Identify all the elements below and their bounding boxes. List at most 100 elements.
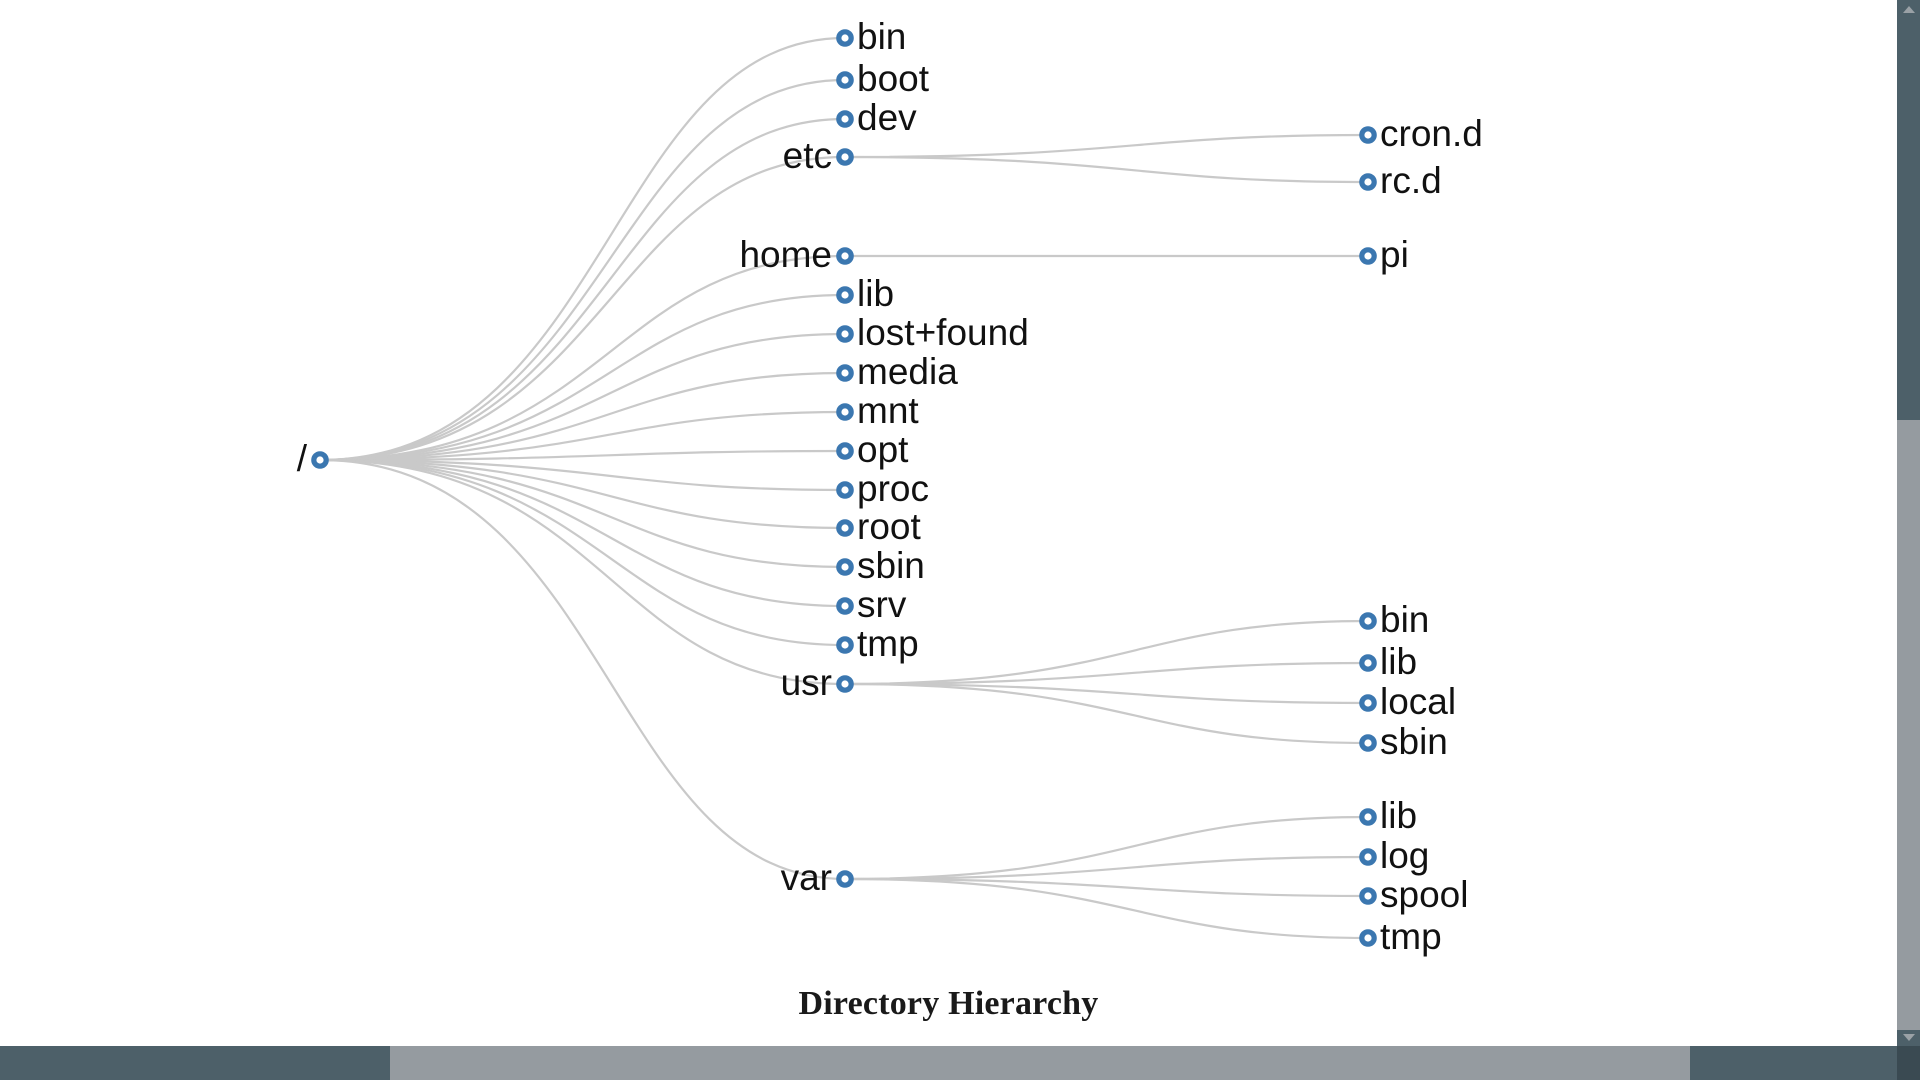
node-label: lib bbox=[857, 273, 894, 314]
tree-node-tmp[interactable]: tmp bbox=[836, 623, 919, 664]
node-label: bin bbox=[1380, 599, 1429, 640]
tree-node-usr-lib[interactable]: lib bbox=[1359, 641, 1417, 682]
node-marker-icon[interactable] bbox=[836, 403, 854, 421]
node-marker-icon[interactable] bbox=[836, 247, 854, 265]
node-label: lost+found bbox=[857, 312, 1029, 353]
tree-node-var-tmp[interactable]: tmp bbox=[1359, 916, 1442, 957]
node-marker-icon[interactable] bbox=[1359, 929, 1377, 947]
horizontal-scrollbar-thumb[interactable] bbox=[390, 1046, 1690, 1080]
node-marker-icon[interactable] bbox=[311, 451, 329, 469]
tree-node-rootdir[interactable]: root bbox=[836, 506, 922, 547]
tree-edge bbox=[843, 133, 1370, 159]
tree-node-etc-rcd[interactable]: rc.d bbox=[1359, 160, 1442, 201]
tree-node-usr-sbin[interactable]: sbin bbox=[1359, 721, 1448, 762]
horizontal-scrollbar[interactable] bbox=[0, 1046, 1897, 1080]
tree-node-srv[interactable]: srv bbox=[836, 584, 907, 625]
tree-node-var-log[interactable]: log bbox=[1359, 835, 1430, 876]
tree-edge bbox=[843, 661, 1370, 686]
node-marker-icon[interactable] bbox=[836, 442, 854, 460]
tree-node-usr-bin[interactable]: bin bbox=[1359, 599, 1430, 640]
tree-edge bbox=[843, 155, 1370, 184]
tree-node-bin[interactable]: bin bbox=[836, 16, 907, 57]
node-label: sbin bbox=[1380, 721, 1448, 762]
tree-edge bbox=[318, 254, 847, 462]
node-label: tmp bbox=[857, 623, 919, 664]
tree-node-var-spool[interactable]: spool bbox=[1359, 874, 1469, 915]
node-label: mnt bbox=[857, 390, 919, 431]
scroll-down-arrow-icon[interactable] bbox=[1897, 1028, 1920, 1046]
node-marker-icon[interactable] bbox=[836, 558, 854, 576]
node-label: rc.d bbox=[1380, 160, 1442, 201]
node-label: srv bbox=[857, 584, 907, 625]
node-marker-icon[interactable] bbox=[836, 675, 854, 693]
tree-node-var-lib[interactable]: lib bbox=[1359, 795, 1417, 836]
node-marker-icon[interactable] bbox=[836, 71, 854, 89]
tree-node-mnt[interactable]: mnt bbox=[836, 390, 920, 431]
node-label: log bbox=[1380, 835, 1429, 876]
node-marker-icon[interactable] bbox=[1359, 612, 1377, 630]
node-label: local bbox=[1380, 681, 1456, 722]
tree-edge bbox=[318, 458, 847, 492]
node-label: sbin bbox=[857, 545, 925, 586]
tree-edge bbox=[318, 458, 847, 686]
node-marker-icon[interactable] bbox=[836, 597, 854, 615]
tree-node-var[interactable]: var bbox=[781, 857, 854, 898]
node-label: lib bbox=[1380, 795, 1417, 836]
vertical-scrollbar[interactable] bbox=[1897, 0, 1920, 1046]
node-marker-icon[interactable] bbox=[836, 148, 854, 166]
tree-node-usr-local[interactable]: local bbox=[1359, 681, 1456, 722]
tree-edge bbox=[318, 117, 847, 462]
node-marker-icon[interactable] bbox=[1359, 126, 1377, 144]
tree-node-etc[interactable]: etc bbox=[783, 135, 854, 176]
node-marker-icon[interactable] bbox=[1359, 694, 1377, 712]
tree-node-opt[interactable]: opt bbox=[836, 429, 909, 470]
tree-edge bbox=[318, 449, 847, 462]
tree-node-usr[interactable]: usr bbox=[781, 662, 854, 703]
node-marker-icon[interactable] bbox=[1359, 887, 1377, 905]
node-marker-icon[interactable] bbox=[1359, 808, 1377, 826]
node-marker-icon[interactable] bbox=[836, 481, 854, 499]
node-marker-icon[interactable] bbox=[1359, 173, 1377, 191]
tree-node-root[interactable]: / bbox=[297, 438, 329, 479]
tree-node-boot[interactable]: boot bbox=[836, 58, 930, 99]
tree-node-dev[interactable]: dev bbox=[836, 97, 917, 138]
tree-edge bbox=[843, 619, 1370, 686]
node-label: spool bbox=[1380, 874, 1468, 915]
tree-edge bbox=[318, 36, 847, 462]
node-label: proc bbox=[857, 468, 929, 509]
node-marker-icon[interactable] bbox=[1359, 734, 1377, 752]
node-marker-icon[interactable] bbox=[836, 519, 854, 537]
node-marker-icon[interactable] bbox=[836, 364, 854, 382]
tree-node-lostfound[interactable]: lost+found bbox=[836, 312, 1029, 353]
tree-node-lib[interactable]: lib bbox=[836, 273, 894, 314]
tree-edge bbox=[318, 410, 847, 462]
tree-edge bbox=[318, 458, 847, 647]
tree-edge bbox=[318, 458, 847, 530]
tree-node-proc[interactable]: proc bbox=[836, 468, 929, 509]
tree-node-sbin[interactable]: sbin bbox=[836, 545, 925, 586]
node-marker-icon[interactable] bbox=[836, 325, 854, 343]
triangle-down-icon bbox=[1902, 1033, 1915, 1041]
tree-edge bbox=[843, 682, 1370, 745]
node-marker-icon[interactable] bbox=[836, 870, 854, 888]
node-marker-icon[interactable] bbox=[836, 29, 854, 47]
tree-node-etc-crond[interactable]: cron.d bbox=[1359, 113, 1483, 154]
vertical-scrollbar-thumb[interactable] bbox=[1897, 420, 1920, 1030]
tree-edge bbox=[843, 877, 1370, 898]
nodes-layer: /binbootdevetchomeliblost+foundmediamnto… bbox=[297, 16, 1483, 957]
node-label: bin bbox=[857, 16, 906, 57]
tree-node-home-pi[interactable]: pi bbox=[1359, 234, 1409, 275]
tree-node-home[interactable]: home bbox=[739, 234, 854, 275]
node-marker-icon[interactable] bbox=[836, 286, 854, 304]
node-marker-icon[interactable] bbox=[1359, 654, 1377, 672]
node-marker-icon[interactable] bbox=[836, 636, 854, 654]
node-label: dev bbox=[857, 97, 917, 138]
scroll-up-arrow-icon[interactable] bbox=[1897, 0, 1920, 18]
node-marker-icon[interactable] bbox=[1359, 247, 1377, 265]
tree-node-media[interactable]: media bbox=[836, 351, 958, 392]
edges-layer bbox=[318, 36, 1370, 940]
node-marker-icon[interactable] bbox=[836, 110, 854, 128]
node-marker-icon[interactable] bbox=[1359, 848, 1377, 866]
